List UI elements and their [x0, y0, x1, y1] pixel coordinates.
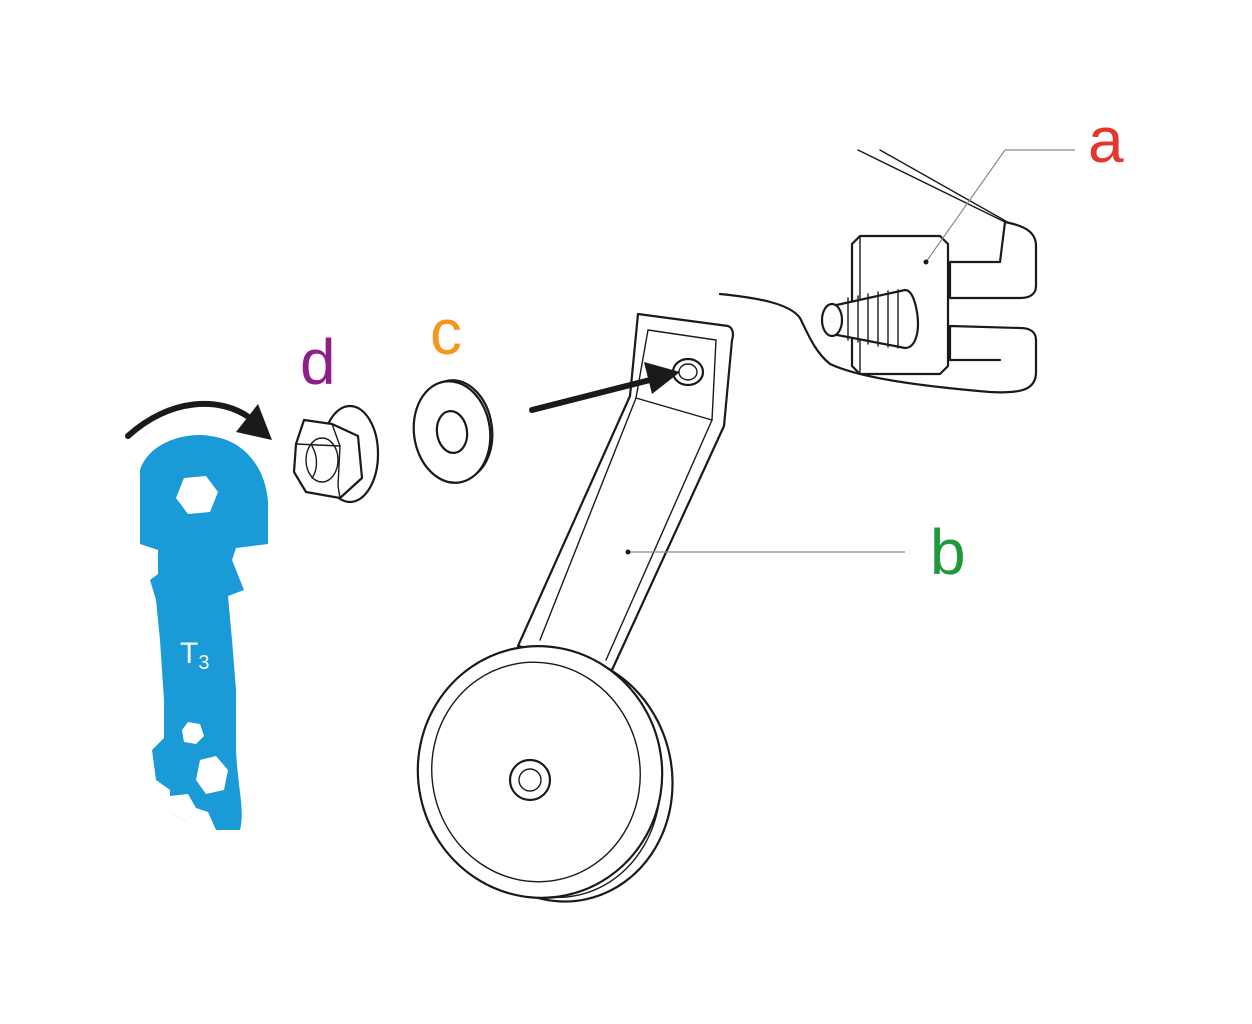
- washer: [412, 379, 494, 484]
- hex-hole-bottom: [196, 756, 228, 794]
- label-a: a: [1088, 104, 1124, 176]
- frame-bracket: [718, 149, 1038, 394]
- training-wheel-arm: [516, 312, 735, 672]
- label-b: b: [930, 516, 966, 588]
- rotation-arrow: [125, 400, 272, 440]
- wheel-hub: [508, 758, 552, 802]
- hex-hole-small: [182, 722, 204, 744]
- wrench-tool: T3: [140, 435, 268, 830]
- hex-hole-top: [176, 476, 218, 514]
- label-c: c: [430, 296, 462, 368]
- jaw-notch: [170, 794, 196, 822]
- flange-nut: [292, 404, 380, 504]
- leader-lines: [625, 149, 1075, 555]
- wrench-marking: T3: [180, 637, 209, 674]
- training-wheel: [416, 645, 674, 903]
- label-d: d: [300, 326, 336, 398]
- insertion-arrow: [529, 362, 680, 413]
